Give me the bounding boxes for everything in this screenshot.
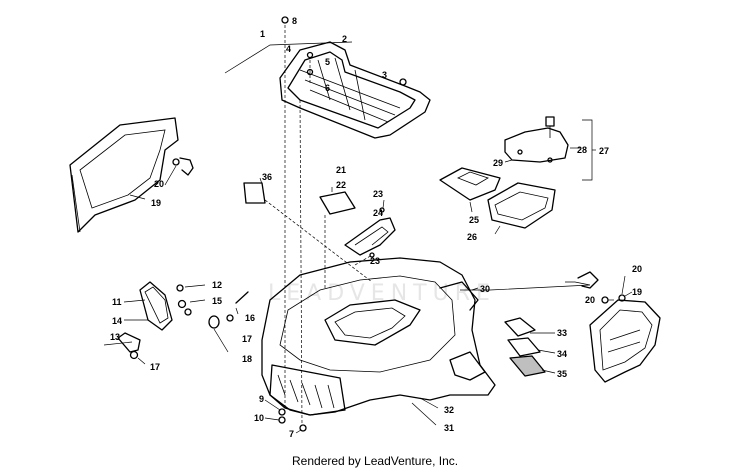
callout-30: 30 (480, 284, 490, 294)
callout-14: 14 (112, 316, 122, 326)
callout-1: 1 (260, 29, 265, 39)
callout-17-lower: 17 (150, 362, 160, 372)
headlight-assembly (103, 281, 249, 365)
callout-9: 9 (259, 394, 264, 404)
right-side-panel (460, 271, 661, 383)
tool-tray-lid (504, 116, 596, 181)
callout-34: 34 (557, 349, 567, 359)
callout-19-right: 19 (632, 287, 642, 297)
decal-36 (243, 177, 373, 283)
callout-5: 5 (325, 57, 330, 67)
callout-8: 8 (292, 16, 297, 26)
callout-36: 36 (262, 172, 272, 182)
front-fender (261, 254, 496, 426)
callout-22: 22 (336, 180, 346, 190)
callout-3: 3 (382, 70, 387, 80)
callout-17-upper: 17 (242, 334, 252, 344)
callout-16: 16 (245, 313, 255, 323)
callout-11: 11 (112, 297, 122, 307)
callout-18: 18 (242, 354, 252, 364)
left-side-panel (69, 117, 194, 233)
bracket-24 (344, 199, 396, 258)
callout-12: 12 (212, 280, 222, 290)
callout-7: 7 (289, 429, 294, 439)
rear-rack (224, 16, 431, 426)
footer-credit: Rendered by LeadVenture, Inc. (292, 454, 458, 468)
callout-labels: 1 2 3 4 5 6 7 8 9 10 11 12 13 14 15 16 1… (110, 16, 642, 439)
callout-10: 10 (254, 413, 264, 423)
callout-2: 2 (342, 34, 347, 44)
callout-33: 33 (557, 328, 567, 338)
access-cover (319, 187, 356, 290)
callout-31: 31 (444, 423, 454, 433)
callout-28: 28 (577, 145, 587, 155)
storage-box (487, 182, 556, 235)
callout-15: 15 (212, 296, 222, 306)
callout-24: 24 (373, 208, 383, 218)
callout-4: 4 (286, 44, 291, 54)
callout-6: 6 (325, 83, 330, 93)
callout-35: 35 (557, 369, 567, 379)
lower-fasteners (264, 399, 307, 434)
storage-tray (439, 167, 501, 213)
callout-20-right: 20 (585, 295, 595, 305)
callout-21: 21 (336, 165, 346, 175)
callout-23-lower: 23 (370, 256, 380, 266)
callout-20-right-top: 20 (632, 264, 642, 274)
callout-20-left: 20 (154, 179, 164, 189)
watermark-text: LEADVENTURE (268, 281, 496, 306)
callout-26: 26 (467, 232, 477, 242)
callout-32: 32 (444, 405, 454, 415)
callout-25: 25 (469, 215, 479, 225)
callout-23-upper: 23 (373, 189, 383, 199)
decal-set (504, 317, 556, 377)
callout-27: 27 (599, 146, 609, 156)
callout-29: 29 (493, 158, 503, 168)
callout-13: 13 (110, 332, 120, 342)
callout-19-left: 19 (151, 198, 161, 208)
